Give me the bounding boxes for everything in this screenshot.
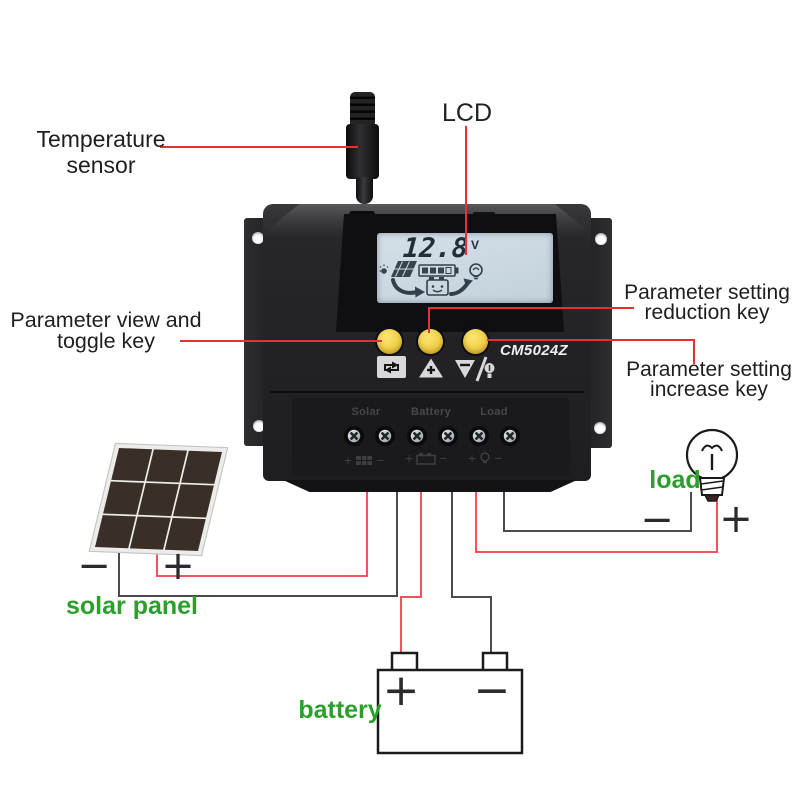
- screw-icon: [344, 426, 364, 446]
- mounting-hole: [595, 233, 607, 245]
- temperature-sensor-plug: [346, 124, 379, 179]
- plus-mark: +: [405, 450, 414, 466]
- battery-illustration: [376, 651, 524, 755]
- parameter-increase-label: Parameter setting increase key: [626, 358, 792, 401]
- terminal-label-load: Load: [480, 406, 508, 418]
- screw-icon: [469, 426, 489, 446]
- terminal-groove: [270, 391, 584, 393]
- triangle-minus-lamp-icon: [455, 356, 495, 382]
- increase-key-pointer-line: [693, 339, 695, 364]
- battery-negative-wire: [451, 596, 492, 598]
- battery-positive-wire: [400, 596, 402, 656]
- lcd-status-icons: [379, 261, 483, 298]
- battery-positive-wire: [400, 596, 422, 598]
- battery-mini-icon: [416, 452, 436, 465]
- load-negative-wire: [690, 492, 692, 532]
- load-label: load: [649, 466, 701, 494]
- triangle-plus-icon: [419, 358, 443, 378]
- mounting-hole: [253, 420, 265, 432]
- screw-icon: [500, 426, 520, 446]
- charge-arrow-icon: [391, 278, 425, 298]
- solar-polarity-marking: + −: [344, 453, 384, 467]
- battery-level-gauge-icon: [418, 264, 459, 277]
- loop-icon: [377, 356, 406, 378]
- battery-polarity-marking: + −: [405, 451, 447, 465]
- battery-positive-wire: [420, 477, 422, 598]
- parameter-view-label: Parameter view and toggle key: [10, 308, 202, 353]
- increase-key-pointer-line: [487, 339, 695, 341]
- battery-negative-wire: [490, 596, 492, 656]
- minus-mark: −: [376, 452, 385, 468]
- lamp-icon: [469, 263, 483, 280]
- parameter-reduction-label: Parameter setting reduction key: [624, 281, 790, 324]
- plus-mark: +: [344, 452, 353, 468]
- solar-negative-wire: [396, 477, 398, 597]
- light-bulb-illustration: [685, 428, 739, 502]
- battery-smiley-icon: [426, 277, 449, 296]
- solar-positive-wire: [156, 575, 368, 577]
- solar-panel-illustration: [88, 442, 229, 557]
- model-number: CM5024Z: [500, 342, 568, 359]
- solar-panel-label: solar panel: [66, 592, 198, 620]
- load-plus-sign: +: [719, 496, 753, 542]
- screw-icon: [375, 426, 395, 446]
- load-polarity-marking: + −: [468, 451, 502, 465]
- solar-negative-wire: [118, 549, 120, 597]
- solar-panel-mini-icon: [356, 455, 373, 465]
- battery-plus-sign: +: [382, 665, 420, 716]
- screw-icon: [407, 426, 427, 446]
- controller-bottom-skirt: [283, 480, 577, 492]
- minus-light-button: [463, 329, 488, 354]
- mounting-hole: [594, 422, 606, 434]
- load-negative-wire: [503, 477, 505, 532]
- minus-mark: −: [439, 450, 448, 466]
- lamp-mini-icon: [480, 451, 490, 463]
- temperature-sensor-label: Temperature sensor: [36, 126, 166, 178]
- terminal-label-solar: Solar: [351, 406, 381, 418]
- battery-minus-sign: −: [473, 665, 511, 716]
- lcd-label: LCD: [441, 99, 492, 127]
- sun-solar-panel-icon: [379, 261, 417, 277]
- mounting-hole: [252, 232, 264, 244]
- discharge-arrow-icon: [449, 278, 473, 296]
- solar-plus-sign: +: [161, 543, 195, 589]
- battery-label: battery: [298, 696, 382, 724]
- temperature-sensor-plug: [356, 177, 373, 204]
- terminal-screws: [344, 426, 520, 446]
- load-positive-wire: [716, 499, 718, 553]
- lcd-voltage-unit: V: [471, 238, 480, 252]
- solar-negative-wire: [118, 595, 398, 597]
- plus-button: [418, 329, 443, 354]
- lcd-pointer-line: [465, 126, 467, 255]
- solar-positive-wire: [156, 551, 158, 577]
- plus-mark: +: [468, 450, 477, 466]
- minus-mark: −: [494, 450, 503, 466]
- solar-minus-sign: −: [77, 543, 111, 589]
- reduction-key-pointer-line: [428, 307, 634, 309]
- view-key-pointer-line: [180, 340, 382, 342]
- battery-negative-wire: [451, 477, 453, 598]
- temperature-sensor-pointer-line: [160, 146, 358, 148]
- load-minus-sign: −: [640, 497, 674, 543]
- load-positive-wire: [475, 477, 477, 553]
- screw-icon: [438, 426, 458, 446]
- reduction-key-pointer-line: [428, 307, 430, 333]
- load-positive-wire: [475, 551, 718, 553]
- load-negative-wire: [503, 530, 692, 532]
- terminal-label-battery: Battery: [410, 406, 451, 418]
- solar-positive-wire: [366, 477, 368, 577]
- temperature-sensor-plug: [350, 92, 375, 126]
